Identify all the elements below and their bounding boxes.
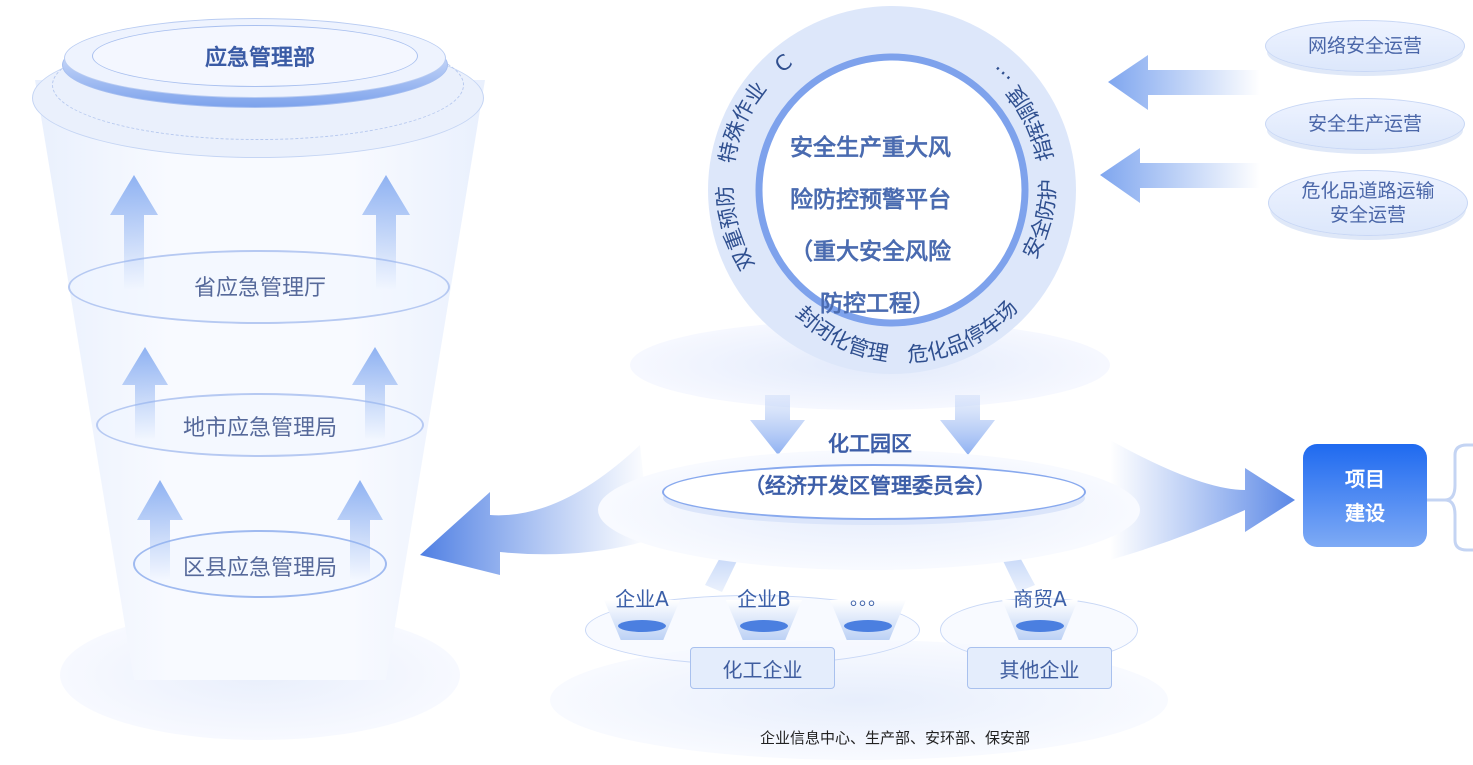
ops-label: 危化品道路运输 安全运营 <box>1301 180 1435 226</box>
trade-a: 商贸A <box>1013 587 1067 611</box>
ops-label: 网络安全运营 <box>1307 35 1422 57</box>
group-other: 其他企业 <box>967 647 1112 689</box>
platform-title-line: 安全生产重大风 <box>790 135 951 161</box>
project-line: 项目 <box>1345 467 1385 491</box>
ops-network-security: 网络安全运营 <box>1265 20 1465 72</box>
project-box: 项目 建设 <box>1303 444 1427 547</box>
funnel-top-label: 应急管理部 <box>204 46 315 71</box>
park-subtitle: （经济开发区管理委员会） <box>744 474 996 498</box>
ops-label: 安全生产运营 <box>1307 113 1422 135</box>
platform-title-line: 险防控预警平台 <box>790 187 951 213</box>
up-arrows-icon <box>110 175 410 580</box>
enterprise-footer: 企业信息中心、生产部、安环部、保安部 <box>759 729 1030 747</box>
funnel-level-county: 区县应急管理局 <box>182 556 337 581</box>
enterprise-more: 。。。 <box>850 589 886 610</box>
group-chemical: 化工企业 <box>690 647 835 689</box>
platform-title-line: 防控工程） <box>820 291 935 317</box>
ops-hazmat-transport: 危化品道路运输 安全运营 <box>1268 170 1468 236</box>
brace-icon <box>1427 443 1473 552</box>
funnel-level-city: 地市应急管理局 <box>182 416 337 441</box>
ops-production-safety: 安全生产运营 <box>1265 98 1465 150</box>
project-line: 建设 <box>1345 501 1385 525</box>
platform-title-line: （重大安全风险 <box>790 239 951 265</box>
platform-ring: 双重预防 特殊作业 CHD评级 封闭化管理 危化品停车场 安全防护 指挥调度 … <box>700 5 1076 374</box>
platform-title: 安全生产重大风 险防控预警平台 （重大安全风险 防控工程） <box>790 122 1000 330</box>
enterprise-b: 企业B <box>737 587 791 611</box>
funnel-level-province: 省应急管理厅 <box>193 276 326 301</box>
enterprise-a: 企业A <box>615 587 669 611</box>
park-title: 化工园区 <box>828 432 912 456</box>
